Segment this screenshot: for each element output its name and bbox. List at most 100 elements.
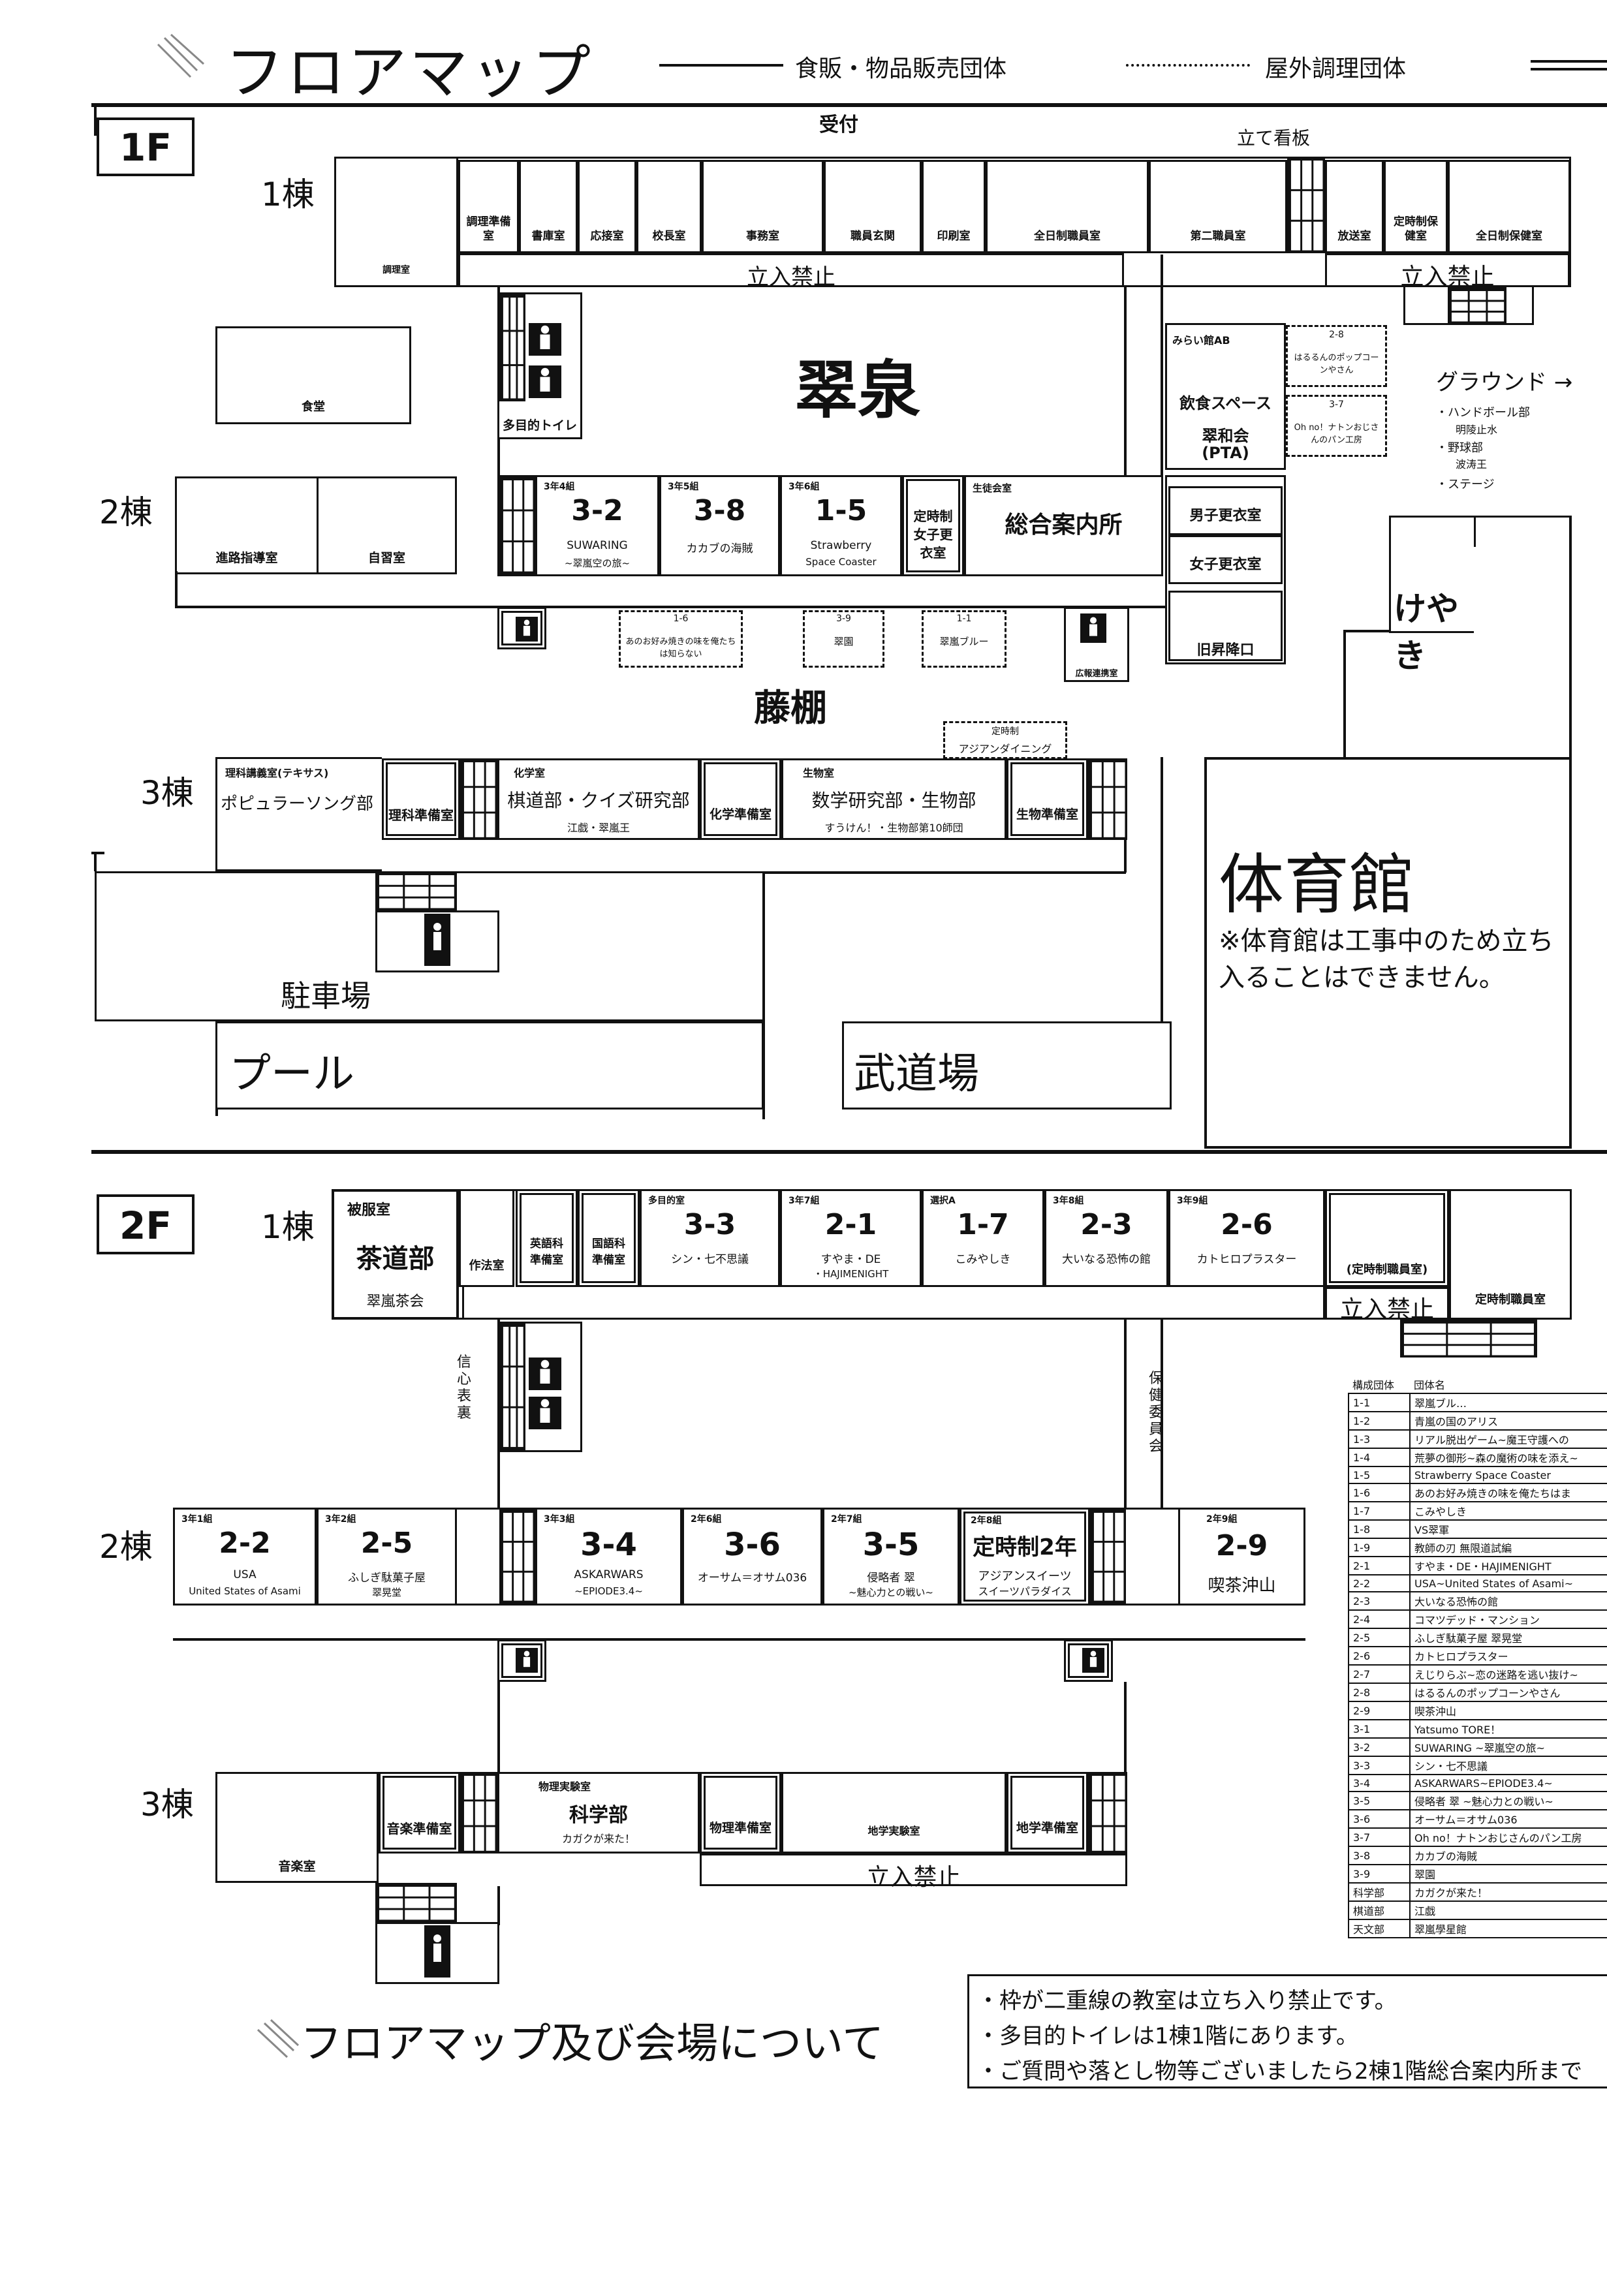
health-committee-a: 信心表裏	[457, 1354, 472, 1421]
notes-box: ・枠が二重線の教室は立ち入り禁止です。 ・多目的トイレは1棟1階にあります。 ・…	[967, 1974, 1607, 2088]
toilet-icon	[516, 1648, 538, 1673]
class-num: 2-5	[360, 1527, 413, 1560]
toilet-icon	[516, 617, 538, 642]
room-label: 全日制保健室	[1476, 230, 1542, 243]
legend-cell: シン・七不思議	[1409, 1756, 1607, 1775]
ground-item: ・ステージ	[1436, 478, 1495, 491]
stall-teiji-dining: 定時制 アジアンダイニング	[943, 721, 1067, 759]
class-num: 1-5	[815, 494, 867, 527]
ground-item: 波涛王	[1456, 458, 1488, 471]
toilet-icon	[529, 1357, 561, 1390]
legend-cell: Oh no！ナトンおじさんのパン工房	[1409, 1827, 1607, 1847]
toilet-1f-b2-left	[497, 607, 546, 649]
class-name: オーサム＝オサム036	[697, 1572, 807, 1585]
class-num: 2-3	[1080, 1208, 1132, 1241]
clothing-room: 被服室 茶道部 翠嵐茶会	[332, 1189, 459, 1320]
legend-cell: 1-6	[1348, 1483, 1411, 1502]
class-sub: 2年6組	[691, 1514, 722, 1525]
legend-cell: 大いなる恐怖の館	[1409, 1591, 1607, 1611]
cafeteria: 食堂	[215, 326, 411, 424]
building2-label-2f: 2棟	[99, 1528, 153, 1566]
stall-3-9: 3-9 翠園	[803, 610, 884, 668]
legend-cell: 江戯	[1409, 1900, 1607, 1920]
class-sub: 3年2組	[325, 1514, 356, 1525]
budo: 武道場	[842, 1021, 1172, 1109]
room-label: 印刷室	[937, 230, 971, 243]
sci-lecture: 理科講義室(テキサス) ポピュラーソング部	[215, 757, 382, 871]
class-name: こみやしき	[955, 1253, 1011, 1266]
legend-cell: ASKARWARS~EPIODE3.4~	[1409, 1774, 1607, 1792]
room-label: 事務室	[746, 230, 779, 243]
floor2-label: 2F	[97, 1194, 195, 1254]
room-b1-1f: 全日制保健室	[1448, 160, 1570, 253]
legend-cell: カトヒロプラスター	[1409, 1646, 1607, 1666]
legend-header-cell: 団体名	[1414, 1379, 1446, 1391]
legend-dotted-line	[1126, 64, 1250, 67]
music-room: 音楽室	[215, 1772, 379, 1883]
class-num: 1-7	[957, 1208, 1009, 1241]
header-deco-icon	[151, 31, 210, 84]
legend-cell: 1-4	[1348, 1448, 1411, 1467]
legend-cell: 翠嵐學星館	[1409, 1919, 1607, 1938]
phys-prep: 物理準備室	[700, 1772, 781, 1854]
legend-cell: Strawberry Space Coaster	[1409, 1466, 1607, 1484]
stall-2-8: 2-8 はるるんのポップコーンやさん	[1286, 325, 1387, 387]
building3-label-1f: 3棟	[140, 774, 194, 812]
bio-prep: 生物準備室	[1006, 758, 1088, 840]
ground-label: グラウンド →	[1436, 369, 1573, 396]
legend-cell: 1-9	[1348, 1538, 1411, 1557]
ground-item: ・野球部	[1436, 441, 1483, 455]
class-name2: ~翠嵐空の旅~	[564, 557, 631, 569]
building1-label-2f: 1棟	[261, 1208, 315, 1246]
legend-cell: 2-4	[1348, 1609, 1411, 1629]
legend-cell: Yatsumo TORE！	[1409, 1719, 1607, 1739]
legend-cell: 2-9	[1348, 1701, 1411, 1720]
class-name2: ~魅心力との戦い~	[849, 1587, 933, 1598]
legend-cell: 3-5	[1348, 1791, 1411, 1810]
gymnasium: 体育館 ※体育館は工事中のため立ち入ることはできません。	[1204, 757, 1572, 1149]
legend-double-line	[1531, 60, 1607, 63]
class-num: 3-8	[693, 494, 746, 527]
room-label: 校長室	[652, 230, 686, 243]
no-entry-b3-2f: 立入禁止	[700, 1854, 1127, 1891]
class-sub: 3年9組	[1177, 1196, 1208, 1206]
legend-cell: 1-2	[1348, 1411, 1411, 1431]
miraikan: みらい館AB 飲食スペース 翠和会 (PTA)	[1165, 323, 1286, 470]
stairs-1f-b1	[1287, 157, 1325, 253]
ground-item: ・ハンドボール部	[1436, 406, 1530, 420]
room-b1-1f: 定時制保健室	[1384, 160, 1448, 253]
room-label: 書庫室	[531, 230, 565, 243]
class-sub: 3年8組	[1053, 1196, 1084, 1206]
legend-cell: 2-6	[1348, 1646, 1411, 1666]
legend-cell: 2-5	[1348, 1628, 1411, 1647]
legend-cell: カガクが来た！	[1409, 1882, 1607, 1902]
legend-cell: USA~United States of Asami~	[1409, 1574, 1607, 1592]
class-num: 2-6	[1221, 1208, 1273, 1241]
footer-title: フロアマップ及び会場について	[300, 2020, 884, 2068]
old-entrance: 旧昇降口	[1168, 591, 1283, 661]
room-label: 定時制保健室	[1394, 215, 1438, 243]
sci-prep: 理科準備室	[382, 758, 460, 840]
toilet-icon	[529, 323, 561, 356]
legend-cell: 青嵐の国のアリス	[1409, 1411, 1607, 1431]
class-name2: Space Coaster	[805, 556, 877, 568]
bio-room: 生物室 数学研究部・生物部 すうけん！・生物部第10師団	[781, 758, 1006, 840]
koho-room: 広報連携室	[1064, 607, 1129, 682]
class-num: 3-2	[571, 494, 623, 527]
phys-lab: 物理実験室 科学部 カガクが来た！	[497, 1772, 700, 1854]
legend-cell: 3-7	[1348, 1827, 1411, 1847]
legend-cell: コマツデッド・マンション	[1409, 1609, 1607, 1629]
